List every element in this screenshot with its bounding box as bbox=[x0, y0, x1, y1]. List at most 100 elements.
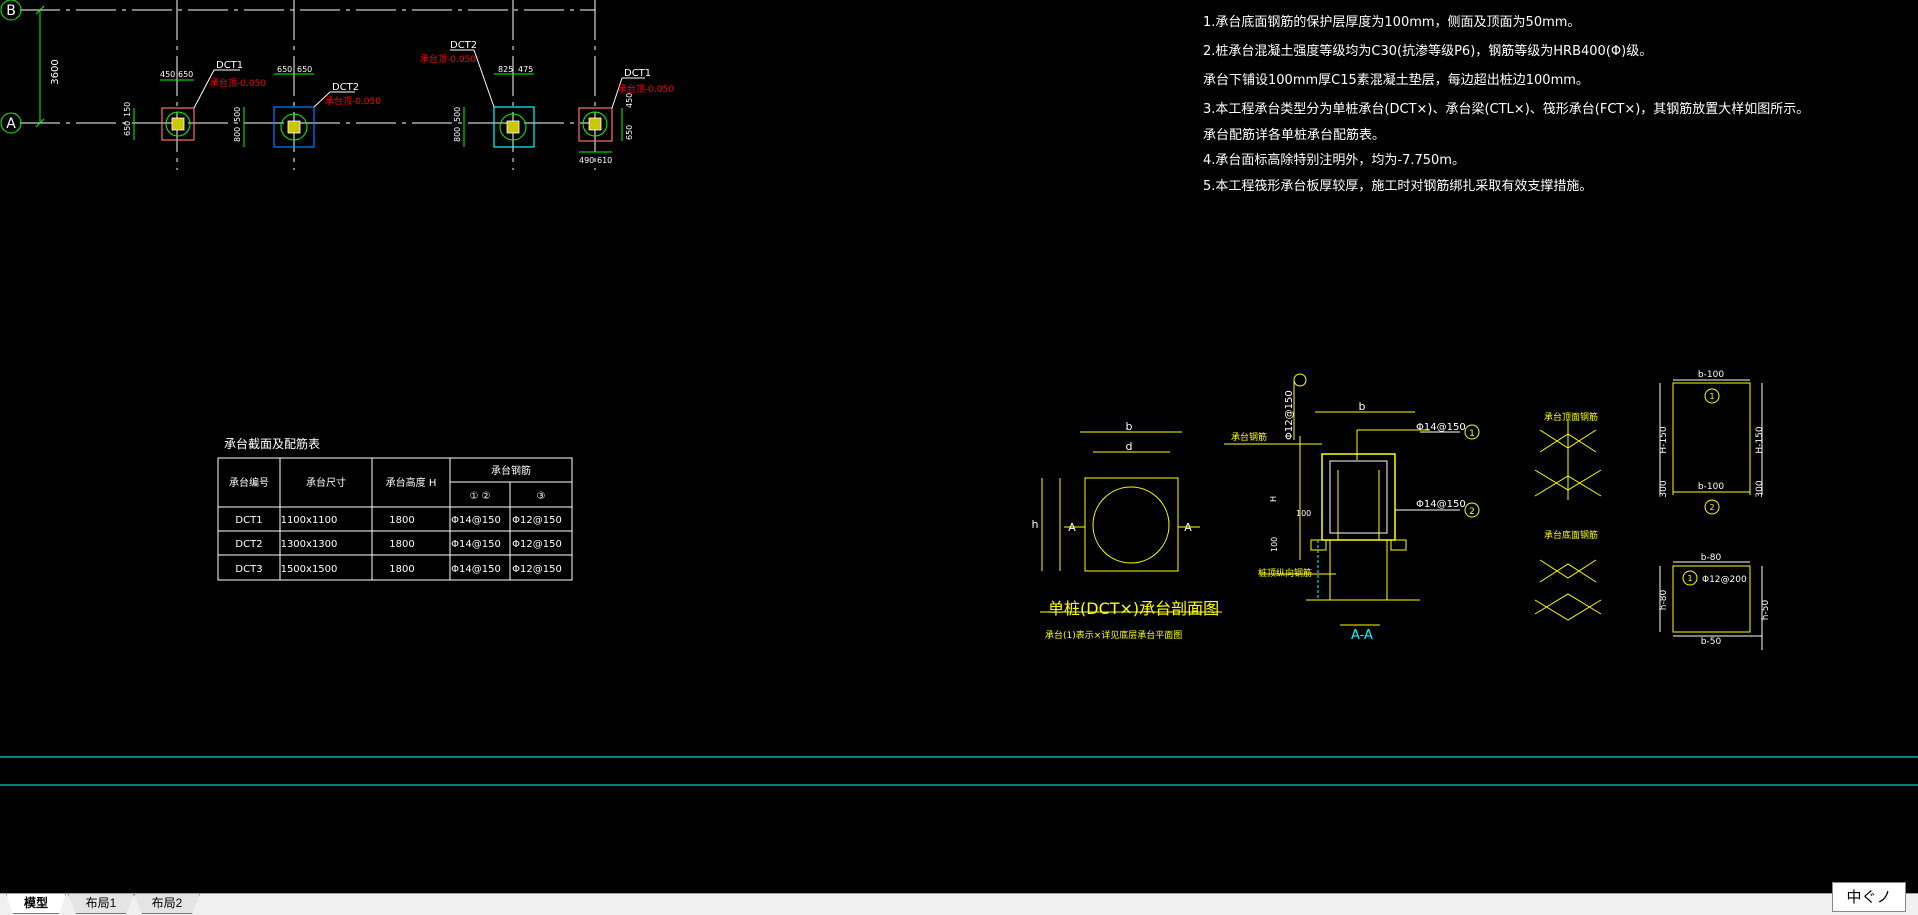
cap-dim-left: 825 bbox=[498, 65, 513, 74]
cap-side-dim-a: 800 bbox=[233, 127, 242, 142]
general-notes: 1.承台底面钢筋的保护层厚度为100mm，侧面及顶面为50mm。 2.桩承台混凝… bbox=[1203, 8, 1809, 200]
th-rebar-3: ③ bbox=[537, 491, 546, 502]
note-line: 2.桩承台混凝土强度等级均为C30(抗渗等级P6)，钢筋等级为HRB400(Φ)… bbox=[1203, 44, 1653, 59]
cell-r3-c4: Φ14@150 bbox=[451, 564, 501, 575]
drawing-canvas[interactable]: B A 3600 DCT1 承台顶-0.050 450 650 650 150 … bbox=[0, 0, 1918, 893]
cap-dim-left: 650 bbox=[277, 65, 292, 74]
cap-side-dim-b: 150 bbox=[123, 102, 132, 117]
note-line: 4.承台面标高除特别注明外，均为-7.750m。 bbox=[1203, 153, 1465, 168]
axis-label-b: B bbox=[6, 3, 16, 19]
cap-name: DCT2 bbox=[332, 82, 359, 93]
axis-bubble-a: A bbox=[0, 112, 22, 134]
cap-name: DCT1 bbox=[216, 60, 243, 71]
bar3-top: b-80 bbox=[1701, 553, 1722, 563]
bar2-mark: 2 bbox=[1709, 503, 1714, 512]
plan-detail-subtitle: 承台(1)表示×详见底层承台平面图 bbox=[1045, 629, 1182, 641]
pile-cap-4[interactable]: DCT1 承台顶-0.050 490 610 450 650 bbox=[578, 68, 674, 165]
cell-r1-c1: DCT1 bbox=[235, 515, 262, 526]
corner-bottom-label: 承台底面钢筋 bbox=[1544, 529, 1598, 541]
section-title: A-A bbox=[1351, 628, 1373, 643]
plan-detail-title: 单桩(DCT×)承台剖面图 bbox=[1048, 599, 1219, 618]
span-dimension: 3600 bbox=[35, 5, 61, 128]
cap-side-dim-b: 500 bbox=[233, 107, 242, 122]
note-line: 承台配筋详各单桩承台配筋表。 bbox=[1203, 128, 1386, 143]
bar1-bottom: b-100 bbox=[1698, 482, 1724, 492]
pile-top-label: 桩顶纵向钢筋 bbox=[1258, 567, 1312, 579]
cell-r2-c5: Φ12@150 bbox=[512, 539, 562, 550]
pile-cap-1[interactable]: DCT1 承台顶-0.050 450 650 650 150 bbox=[123, 60, 266, 141]
note-line: 承台下铺设100mm厚C15素混凝土垫层，每边超出桩边100mm。 bbox=[1203, 73, 1589, 88]
tab-model[interactable]: 模型 bbox=[6, 894, 66, 914]
cap-name: DCT2 bbox=[450, 40, 477, 51]
th-cap-no: 承台编号 bbox=[229, 476, 269, 489]
cap-side-dim-a: 450 bbox=[625, 93, 634, 108]
note-line: 1.承台底面钢筋的保护层厚度为100mm，侧面及顶面为50mm。 bbox=[1203, 15, 1581, 30]
th-cap-height: 承台高度 H bbox=[386, 476, 437, 489]
cap-side-dim-a: 800 bbox=[453, 127, 462, 142]
cap-elev: 承台顶-0.050 bbox=[325, 95, 381, 107]
tab-layout2[interactable]: 布局2 bbox=[134, 894, 200, 914]
cap-dim-right: 475 bbox=[518, 65, 533, 74]
rebar-table[interactable]: 承台截面及配筋表 承台编号 承台尺寸 承台高度 H 承台钢筋 ① ② ③ DCT… bbox=[217, 436, 573, 581]
bar3-right: h-50 bbox=[1761, 600, 1771, 621]
corner-rebar-bottom[interactable] bbox=[1534, 559, 1602, 621]
span-dim-text: 3600 bbox=[50, 59, 61, 84]
cap-dim-left: 490 bbox=[579, 156, 594, 165]
cell-r2-c2: 1300x1300 bbox=[281, 539, 338, 550]
section-dim-b: b bbox=[1359, 400, 1366, 413]
section-mark-left: A bbox=[1068, 521, 1076, 534]
cap-dim-right: 650 bbox=[297, 65, 312, 74]
tab-layout1[interactable]: 布局1 bbox=[68, 894, 134, 914]
rebar-top-label: Φ14@150 bbox=[1416, 422, 1466, 433]
cell-r3-c2: 1500x1500 bbox=[281, 564, 338, 575]
ime-indicator[interactable]: 中ぐノ bbox=[1832, 882, 1906, 912]
grid-lines bbox=[20, 0, 596, 170]
cell-r1-c3: 1800 bbox=[389, 515, 414, 526]
bar1-leg-right: 300 bbox=[1755, 480, 1765, 497]
corner-top-label: 承台顶面钢筋 bbox=[1544, 411, 1598, 423]
cushion-label: 承台钢筋 bbox=[1231, 431, 1267, 443]
rebar-mid-label: Φ14@150 bbox=[1416, 499, 1466, 510]
note-line: 3.本工程承台类型分为单桩承台(DCT×)、承台梁(CTL×)、筏形承台(FCT… bbox=[1203, 102, 1810, 117]
cap-elev: 承台顶-0.050 bbox=[420, 53, 476, 65]
bar3-bottom: b-50 bbox=[1701, 637, 1722, 647]
dim-d: d bbox=[1126, 440, 1133, 453]
bar1-right: H-150 bbox=[1755, 426, 1765, 453]
cap-side-dim-b: 650 bbox=[625, 125, 634, 140]
bar3-mark: 1 bbox=[1687, 574, 1692, 583]
bar3-left: h-80 bbox=[1659, 590, 1669, 611]
cell-r1-c2: 1100x1100 bbox=[281, 515, 338, 526]
cad-drawing: B A 3600 DCT1 承台顶-0.050 450 650 650 150 … bbox=[0, 0, 1918, 786]
table-title: 承台截面及配筋表 bbox=[224, 436, 320, 451]
cell-r1-c4: Φ14@150 bbox=[451, 515, 501, 526]
cap-plan-detail[interactable] bbox=[1040, 431, 1222, 613]
cell-r3-c5: Φ12@150 bbox=[512, 564, 562, 575]
section-dim-100b: 100 bbox=[1270, 537, 1279, 552]
bar1-mark: 1 bbox=[1709, 392, 1714, 401]
th-rebar-12: ① ② bbox=[469, 491, 490, 502]
cap-elev: 承台顶-0.050 bbox=[618, 83, 674, 95]
axis-label-a: A bbox=[6, 116, 16, 132]
cap-side-dim-b: 500 bbox=[453, 107, 462, 122]
cell-r2-c3: 1800 bbox=[389, 539, 414, 550]
cap-dim-right: 650 bbox=[178, 70, 193, 79]
bar-shape-3[interactable] bbox=[1659, 561, 1763, 650]
axis-bubble-b: B bbox=[0, 0, 22, 21]
section-mark-right: A bbox=[1184, 521, 1192, 534]
rebar-side-label: Φ12@150 bbox=[1284, 390, 1295, 440]
cell-r2-c4: Φ14@150 bbox=[451, 539, 501, 550]
cap-side-dim-a: 650 bbox=[123, 121, 132, 136]
cell-r3-c3: 1800 bbox=[389, 564, 414, 575]
cap-elev: 承台顶-0.050 bbox=[210, 77, 266, 89]
pile-cap-2[interactable]: DCT2 承台顶-0.050 650 650 800 500 bbox=[233, 65, 381, 148]
section-dim-h: H bbox=[1269, 496, 1278, 502]
section-a-a[interactable] bbox=[1224, 373, 1480, 626]
th-cap-rebar: 承台钢筋 bbox=[491, 464, 531, 477]
section-dim-100a: 100 bbox=[1296, 509, 1311, 518]
bar-shape-1[interactable] bbox=[1659, 379, 1763, 515]
layout-tab-bar: 模型 布局1 布局2 bbox=[0, 893, 1918, 915]
pile-cap-3[interactable]: DCT2 承台顶-0.050 825 475 800 500 bbox=[420, 40, 535, 148]
dim-h: h bbox=[1032, 518, 1039, 531]
corner-rebar-top[interactable] bbox=[1534, 420, 1602, 500]
bar1-left: H-150 bbox=[1659, 426, 1669, 453]
